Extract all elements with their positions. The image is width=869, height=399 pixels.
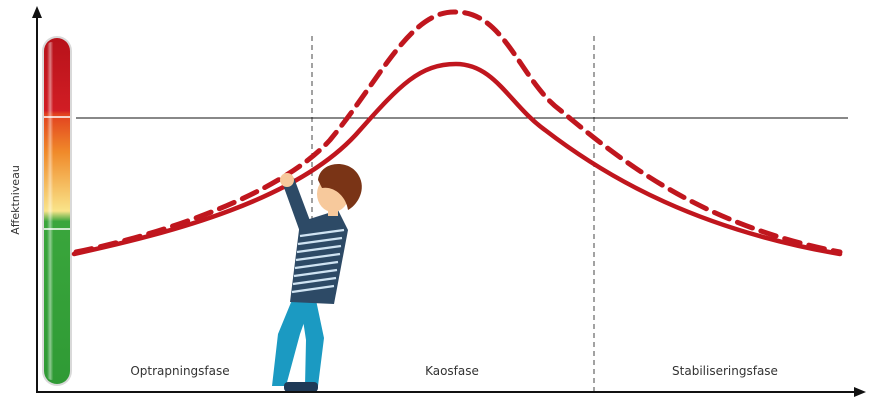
phase-label-optrapning: Optrapningsfase — [130, 364, 229, 378]
y-axis-label: Affektniveau — [9, 165, 22, 235]
y-axis-arrow-icon — [32, 6, 42, 18]
solid-arousal-curve — [71, 61, 843, 257]
axes — [32, 6, 866, 397]
phase-label-stabilisering: Stabiliseringsfase — [672, 364, 778, 378]
affect-meter-icon — [42, 36, 72, 386]
x-axis-arrow-icon — [854, 387, 866, 397]
phase-label-kaos: Kaosfase — [425, 364, 479, 378]
person-pushing-curve-icon — [272, 163, 362, 392]
dashed-arousal-curve — [73, 9, 843, 255]
